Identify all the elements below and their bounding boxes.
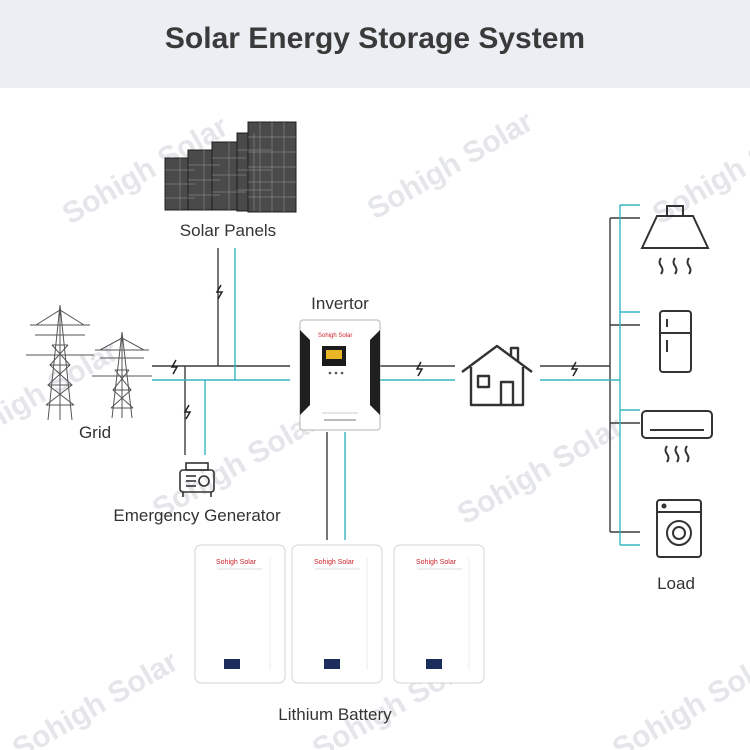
lightning-markers	[170, 284, 579, 420]
battery-brand: Sohigh Solar	[416, 559, 457, 566]
emergency-generator-label: Emergency Generator	[113, 506, 281, 525]
air-conditioner-icon	[641, 410, 713, 463]
lightning-icon	[415, 361, 424, 377]
watermark: Sohigh Solar	[7, 645, 184, 750]
inverter-brand: Sohigh Solar	[318, 333, 352, 339]
lightning-icon	[215, 284, 224, 300]
washing-machine-icon	[656, 499, 702, 558]
load-label: Load	[657, 574, 695, 593]
watermark: Sohigh Solar	[647, 110, 750, 231]
battery-icon: Sohigh Solar	[291, 544, 383, 684]
wiring-dark	[152, 217, 640, 540]
inverter-icon: Sohigh Solar	[299, 319, 381, 431]
solar-panels-label: Solar Panels	[179, 221, 277, 240]
lightning-icon	[183, 404, 192, 420]
lightning-icon	[570, 361, 579, 377]
invertor-label: Invertor	[311, 294, 369, 313]
battery-icon: Sohigh Solar	[194, 544, 286, 684]
wiring-cyan	[152, 204, 640, 546]
refrigerator-icon	[659, 310, 692, 373]
watermark: Sohigh Solar	[362, 105, 539, 226]
battery-brand: Sohigh Solar	[314, 559, 355, 566]
battery-icon: Sohigh Solar	[393, 544, 485, 684]
lithium-battery-label: Lithium Battery	[278, 705, 392, 724]
transmission-tower-icon	[26, 304, 152, 421]
watermark: Sohigh Solar	[607, 645, 750, 750]
title-bar	[0, 0, 750, 88]
house-icon	[461, 344, 533, 407]
page-title: Solar Energy Storage System	[164, 22, 586, 55]
range-hood-icon	[640, 205, 710, 275]
lightning-icon	[170, 359, 179, 375]
grid-label: Grid	[78, 423, 112, 442]
generator-icon	[179, 462, 215, 497]
battery-brand: Sohigh Solar	[216, 559, 257, 566]
watermark: Sohigh Solar	[452, 410, 629, 531]
solar-panel-icon	[164, 121, 297, 213]
